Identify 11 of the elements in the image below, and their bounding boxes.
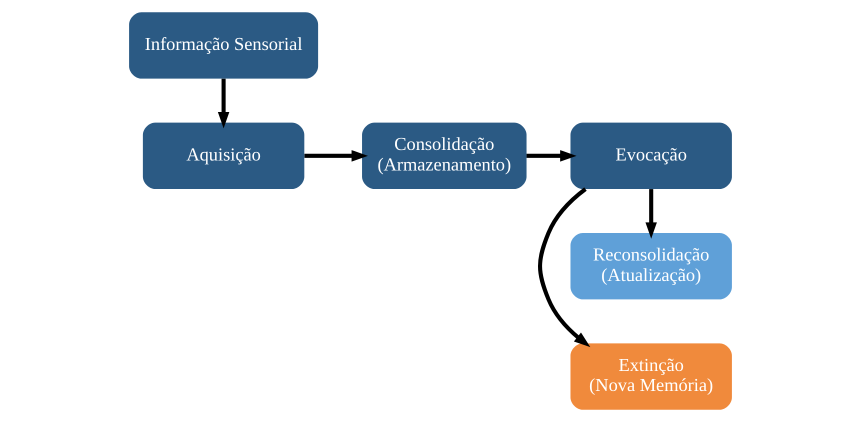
arrow bbox=[538, 187, 590, 348]
arrow bbox=[645, 189, 657, 239]
arrow bbox=[304, 150, 368, 162]
arrow bbox=[526, 150, 577, 162]
node-box: Consolidação (Armazenamento) bbox=[362, 122, 527, 190]
node-box: Extinção (Nova Memória) bbox=[570, 343, 732, 410]
arrow bbox=[218, 78, 230, 128]
node-box: Aquisição bbox=[142, 122, 304, 190]
node-box: Reconsolidação (Atualização) bbox=[570, 232, 732, 300]
node-box: Evocação bbox=[570, 122, 732, 190]
node-box: Informação Sensorial bbox=[129, 12, 318, 79]
